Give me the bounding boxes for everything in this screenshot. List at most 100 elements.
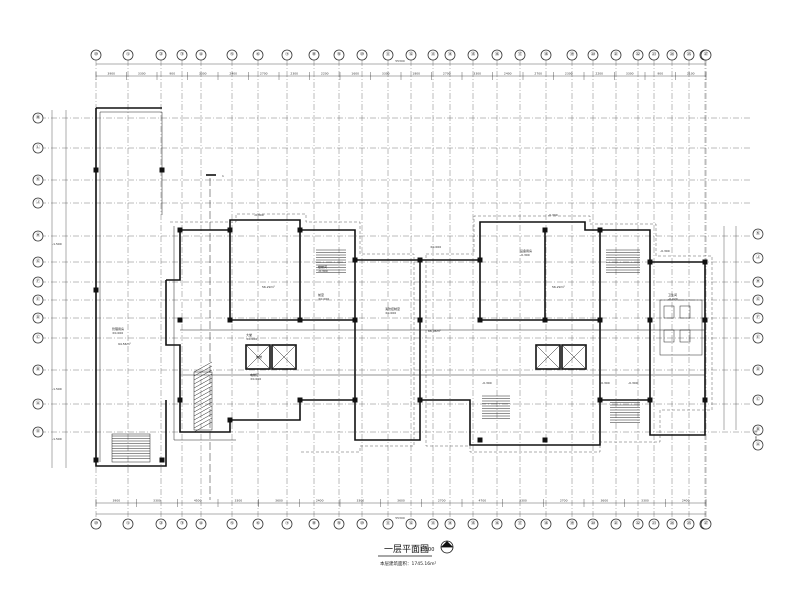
axis-label: Ⓔ — [36, 296, 41, 303]
axis-label: Ⓖ — [756, 296, 761, 303]
axis-label: ⑳ — [591, 520, 596, 527]
axis-label: ㉓ — [652, 51, 657, 58]
dimension-segment: 3900 — [107, 72, 115, 76]
level-mark: -0.300 — [548, 213, 558, 217]
axis-bubble: ⑥ — [252, 49, 264, 61]
room-level: ±0.000 — [250, 377, 261, 381]
axis-label: Ⓑ — [36, 366, 41, 373]
axis-label: Ⓓ — [36, 314, 41, 321]
axis-bubble: Ⓗ — [752, 276, 764, 288]
axis-label: Ⓓ — [756, 366, 761, 373]
axis-bubble: ⑤ — [226, 49, 238, 61]
axis-bubble: Ⓓ — [32, 312, 44, 324]
axis-label: ⑲ — [570, 520, 575, 527]
dimension-segment: 3300 — [626, 72, 634, 76]
axis-label: ⑱ — [544, 520, 549, 527]
room-level: -0.020 — [668, 297, 678, 301]
axis-bubble: Ⓔ — [752, 332, 764, 344]
axis-bubble: ⑭ — [444, 518, 456, 530]
axis-label: ⑯ — [495, 51, 500, 58]
axis-label: Ⓙ — [756, 254, 761, 261]
room-name: 楼梯间 — [318, 264, 327, 269]
axis-label: ⑩ — [360, 521, 364, 527]
axis-bubble: ㉗ — [700, 49, 712, 61]
axis-bubble: Ⓑ — [752, 424, 764, 436]
axis-label: ⑩ — [94, 521, 98, 527]
axis-label: ⑤ — [230, 52, 234, 58]
axis-label: ⑮ — [471, 51, 476, 58]
axis-label: Ⓒ — [36, 334, 41, 341]
axis-label: ㉑ — [614, 520, 619, 527]
room-name: 前室 — [318, 292, 324, 297]
axis-label: ① — [126, 52, 130, 58]
axis-bubble: Ⓒ — [752, 394, 764, 406]
axis-bubble: ② — [155, 49, 167, 61]
axis-label: Ⓚ — [36, 176, 41, 183]
dimension-segment: 2700 — [438, 499, 446, 503]
axis-bubble: ⑰ — [514, 518, 526, 530]
axis-label: ㉒ — [636, 51, 641, 58]
room-level: ±0.000 — [385, 311, 396, 315]
section-mark: 1 — [206, 174, 224, 500]
axis-label: Ⓗ — [756, 278, 761, 285]
axis-bubble: Ⓙ — [32, 197, 44, 209]
axis-bubble: ⑱ — [540, 49, 552, 61]
axis-bubble: ⑯ — [491, 518, 503, 530]
axis-label: Ⓕ — [36, 278, 41, 285]
axis-bubble: ⑩ — [356, 49, 368, 61]
dimension-segment: 2700 — [560, 499, 568, 503]
title-block: 一层平面图 1:100 本层建筑面积：1745.16m² — [378, 540, 454, 567]
axis-bubble: ⑪ — [382, 49, 394, 61]
axis-bubble: ⑪ — [382, 518, 394, 530]
drawing-scale: 1:100 — [420, 547, 434, 553]
axis-bubble: ⑨ — [333, 518, 345, 530]
dimension-segment: 2200 — [595, 72, 603, 76]
axis-bubble: ① — [122, 518, 134, 530]
axis-bubble: ㉓ — [648, 518, 660, 530]
axis-label: Ⓔ — [756, 334, 761, 341]
axis-label: ⑭ — [448, 520, 453, 527]
level-mark: -0.300 — [600, 381, 610, 385]
axis-label: Ⓖ — [36, 258, 41, 265]
room-level: -0.300 — [318, 269, 328, 273]
room-level: ±0.000 — [112, 331, 123, 335]
axis-label: Ⓐ — [756, 441, 761, 448]
dimension-segment: 2400 — [682, 499, 690, 503]
axis-label: Ⓞ — [36, 428, 41, 435]
axis-label: ⑲ — [570, 51, 575, 58]
axis-label: ⑬ — [431, 51, 436, 58]
axis-bubble: ㉕ — [683, 49, 695, 61]
axis-bubble: ⑥ — [252, 518, 264, 530]
axis-label: ⑥ — [256, 52, 260, 58]
axis-bubble: ⑲ — [566, 49, 578, 61]
room-level: ±0.000 — [318, 297, 329, 301]
level-mark: -0.300 — [660, 249, 670, 253]
axis-label: Ⓕ — [756, 314, 761, 321]
axis-label: ③ — [180, 521, 184, 527]
dimension-segment: 2400 — [229, 72, 237, 76]
axis-bubble: Ⓜ — [32, 112, 44, 124]
axis-label: ㉒ — [636, 520, 641, 527]
dimension-segment: 3300 — [473, 72, 481, 76]
axis-label: Ⓐ — [36, 400, 41, 407]
room-name: 设备用房 — [520, 248, 532, 253]
axis-bubble: Ⓙ — [752, 252, 764, 264]
dimension-segment: 3300 — [235, 499, 243, 503]
level-mark: -1.500 — [52, 437, 62, 441]
overall-dimension-top: 55300 — [395, 59, 405, 63]
axis-label: ⑪ — [386, 51, 391, 58]
axis-label: ⑫ — [409, 51, 414, 58]
dimension-segment: 900 — [169, 72, 175, 76]
dimension-segment: 4700 — [479, 499, 487, 503]
axis-label: Ⓚ — [756, 230, 761, 237]
axis-label: ㉕ — [687, 520, 692, 527]
level-mark: -1.500 — [52, 242, 62, 246]
overall-dimension-bottom: 55300 — [395, 516, 405, 520]
axis-bubble: Ⓕ — [752, 312, 764, 324]
axis-bubble: Ⓖ — [752, 294, 764, 306]
dimension-segment: 2300 — [290, 72, 298, 76]
axis-bubble: ⑯ — [491, 49, 503, 61]
axis-label: ㉓ — [652, 520, 657, 527]
